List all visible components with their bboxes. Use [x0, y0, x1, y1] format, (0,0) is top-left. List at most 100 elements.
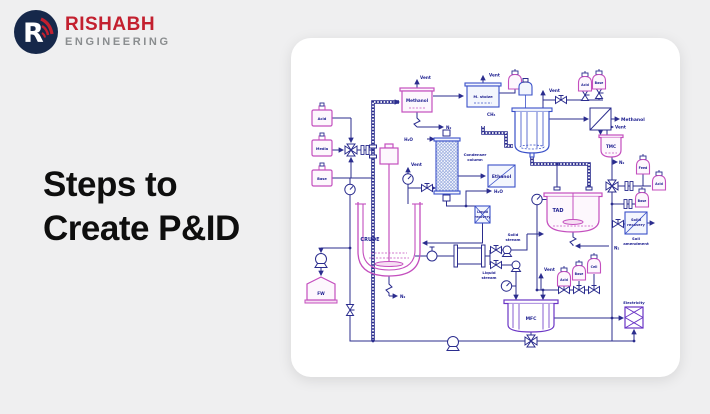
bottle-label: Base	[595, 81, 604, 85]
valve-icon	[612, 219, 624, 228]
logo-subtitle: ENGINEERING	[65, 36, 171, 48]
acid-bottle-mfc: Acid	[556, 265, 572, 287]
bottle-label: Acid	[581, 83, 589, 87]
equipment-label: Ethanol	[492, 174, 512, 180]
base-bottle-mfc: Base	[571, 259, 587, 281]
n2-label: N₂	[614, 246, 620, 251]
pid-diagram-card: Acid Media Base FW CRUDE Methanol	[291, 38, 680, 377]
equipment-label: recovery	[475, 215, 492, 219]
liquid-stream-label: stream	[481, 275, 496, 280]
valve-icon	[490, 260, 502, 269]
soil-amendment-label: Soil	[632, 236, 640, 241]
bottle-label: Acid	[655, 182, 663, 186]
bottle-label: Acid	[560, 278, 568, 282]
bottle-label: Feed	[639, 166, 648, 170]
equipment-label: column	[467, 157, 483, 162]
tad-feed-pipe	[530, 157, 591, 187]
valve-icon	[558, 285, 570, 294]
equipment-label: Solid	[631, 218, 642, 222]
pump-icon	[446, 336, 460, 351]
pid-diagram: Acid Media Base FW CRUDE Methanol	[304, 68, 667, 351]
base-bottle-right: Base	[634, 186, 650, 208]
valves-pumps-gauges	[314, 87, 634, 351]
pipe-fitting-icon	[369, 154, 377, 159]
methanol-out-label: Methanol	[621, 117, 645, 123]
bottle-label: Acid	[318, 117, 327, 121]
page-title-line1: Steps to	[43, 165, 178, 204]
ethanol-box: Ethanol	[487, 164, 516, 188]
feed-bottle: Feed	[635, 153, 651, 175]
nozzle-flange-icon	[553, 186, 561, 191]
electricity-label: Electricity	[623, 300, 645, 305]
bottle-label: Base	[317, 177, 327, 181]
pipe-fitting-icon	[369, 144, 377, 149]
equipment-label: Liquid	[477, 210, 489, 214]
vessel-label: CRUDE	[360, 237, 380, 243]
vessel-label: FW	[317, 291, 325, 296]
crude-reactor: CRUDE	[355, 143, 423, 277]
n2-label: N₂	[400, 294, 406, 299]
pressure-gauge-icon	[344, 183, 356, 196]
solid-recovery-box: Solid recovery	[624, 211, 648, 235]
vessel-label: M. stolze	[473, 94, 493, 99]
liquid-stream-label: Liquid	[482, 270, 495, 275]
separator	[453, 244, 486, 268]
h2o-in-label: H₂O	[404, 137, 413, 142]
h2o-out-label: H₂O	[494, 189, 503, 194]
m-stolze-vessel: M. stolze	[464, 82, 502, 108]
condenser-column: Condenser column	[433, 129, 487, 202]
vent-label: Vent	[489, 73, 500, 78]
ch4-pipe	[481, 126, 513, 148]
page-title-line2: Create P&ID	[43, 209, 240, 248]
logo-brand: RISHABH	[65, 14, 156, 35]
valve-icon	[490, 245, 502, 254]
bottle-label: Media	[316, 147, 329, 151]
vent-label: Vent	[615, 125, 626, 130]
vessel-label: MFC	[526, 316, 538, 322]
ch4-label: CH₄	[487, 112, 496, 117]
methanol-tank: Methanol	[399, 87, 435, 113]
logo-letter: R	[23, 18, 44, 49]
base-bottle-left: Base	[311, 162, 333, 187]
logo-text: RISHABH ENGINEERING	[65, 15, 171, 49]
media-bottle: Media	[311, 132, 333, 157]
pump-icon	[502, 245, 512, 257]
valve-icon	[555, 95, 567, 104]
n2-label: N₂	[619, 160, 625, 165]
vessel-label: Methanol	[406, 98, 429, 103]
valve-icon	[421, 183, 433, 192]
pressure-gauge-icon	[500, 280, 513, 292]
four-way-valve-icon	[344, 143, 358, 157]
liquid-recovery-box: Liquid recovery	[474, 205, 492, 224]
pressure-gauge-icon	[402, 173, 414, 185]
vessel-label: TAD	[552, 208, 563, 214]
vent-label: Vent	[420, 75, 431, 80]
main-feed-pipe	[371, 100, 399, 341]
vent-label: Vent	[544, 267, 555, 272]
acid-bottle-right: Acid	[651, 169, 667, 191]
solid-stream-label: Solid	[508, 232, 519, 237]
bottle-label: Base	[575, 272, 584, 276]
bottle-label: Cell	[591, 265, 598, 269]
mfc-vessel: MFC	[503, 299, 559, 333]
inline-valve-icon	[346, 304, 355, 316]
vessel-label: TMC	[606, 144, 616, 149]
membrane-filter	[589, 107, 612, 131]
n2-label: N₂	[446, 125, 452, 130]
tube-reactor	[511, 78, 553, 158]
vent-label: Vent	[411, 162, 422, 167]
logo-mark-icon: R	[14, 10, 58, 54]
base-bottle-top: Base	[591, 68, 607, 90]
valve-icon	[573, 285, 585, 294]
acid-bottle-top: Acid	[577, 70, 593, 92]
vent-label: Vent	[549, 88, 560, 93]
pump-icon	[314, 253, 328, 268]
pressure-gauge-icon	[531, 193, 543, 206]
acid-bottle-left: Acid	[311, 102, 333, 127]
bottle-label: Base	[638, 199, 647, 203]
page-title: Steps to Create P&ID	[43, 163, 240, 251]
nozzle-flange-icon	[585, 186, 593, 191]
soil-amendment-label: amendment	[623, 241, 649, 246]
electricity-box	[624, 306, 644, 329]
tmc-vessel: TMC	[598, 134, 624, 158]
